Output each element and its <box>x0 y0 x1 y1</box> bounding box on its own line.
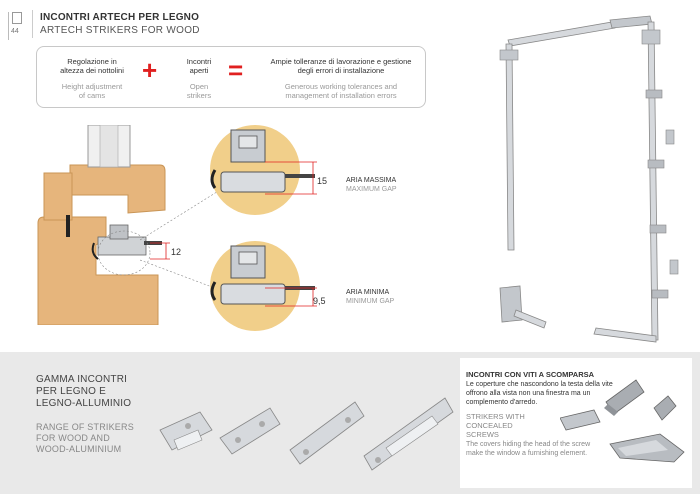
feature-2-it-line-1: Incontri <box>186 57 212 66</box>
equals-sign: = <box>228 55 244 85</box>
page-number: 44 <box>11 28 19 35</box>
max-gap-it: ARIA MASSIMA <box>346 177 397 184</box>
feature-2-en-line-1: Open <box>189 82 209 91</box>
feature-3-it-line-2: degli errori di installazione <box>297 66 385 75</box>
page-title-en: ARTECH STRIKERS FOR WOOD <box>40 25 200 36</box>
page-icon <box>12 12 22 24</box>
concealed-en-line-1: STRIKERS WITH <box>466 412 525 421</box>
header-divider <box>32 10 33 38</box>
feature-2-it-line-2: aperti <box>189 66 209 75</box>
concealed-title-it: INCONTRI CON VITI A SCOMPARSA <box>466 370 595 379</box>
concealed-text-it: Le coperture che nascondono la testa del… <box>466 381 613 406</box>
striker-product-1 <box>159 411 213 451</box>
concealed-text-en: The covers hiding the head of the screw … <box>466 441 591 457</box>
range-it-line-3: LEGNO-ALLUMINIO <box>36 398 132 409</box>
concealed-en-line-3: SCREWS <box>466 430 499 439</box>
concealed-en-line-2: CONCEALED <box>466 421 513 430</box>
range-en-line-1: RANGE OF STRIKERS <box>36 422 134 432</box>
page-title-it: INCONTRI ARTECH PER LEGNO <box>40 12 200 23</box>
max-gap-en: MAXIMUM GAP <box>346 186 397 193</box>
max-gap-label: ARIA MASSIMA MAXIMUM GAP <box>346 176 397 194</box>
feature-3-it-line-1: Ampie tolleranze di lavorazione e gestio… <box>270 57 412 66</box>
feature-2-en-line-2: strikers <box>186 91 212 100</box>
main-gap-dimension: 12 <box>171 247 181 257</box>
striker-products <box>159 397 454 471</box>
striker-product-2 <box>219 407 281 455</box>
concealed-title-en: STRIKERS WITH CONCEALED SCREWS <box>466 412 525 439</box>
range-it-line-2: PER LEGNO E <box>36 386 106 397</box>
espagnolette-hardware-illustration <box>499 15 679 343</box>
min-gap-label: ARIA MINIMA MINIMUM GAP <box>346 288 394 306</box>
range-title-it: GAMMA INCONTRI PER LEGNO E LEGNO-ALLUMIN… <box>36 374 131 410</box>
window-section-drawing: 12 <box>37 125 181 325</box>
max-gap-dimension: 15 <box>317 176 327 186</box>
min-gap-en: MINIMUM GAP <box>346 298 395 305</box>
feature-1-en-line-1: Height adjustment <box>61 82 123 91</box>
range-en-line-3: WOOD-ALUMINIUM <box>36 444 122 454</box>
concealed-striker-2 <box>653 395 677 421</box>
feature-1-it-line-2: altezza dei nottolini <box>60 66 124 75</box>
feature-1-it-line-1: Regolazione in <box>67 57 117 66</box>
feature-tolerances: Ampie tolleranze di lavorazione e gestio… <box>261 57 421 100</box>
feature-3-en-line-2: management of installation errors <box>285 91 397 100</box>
detail-min-gap: 9,5 <box>210 241 326 331</box>
range-it-line-1: GAMMA INCONTRI <box>36 374 128 385</box>
striker-product-4 <box>363 397 454 471</box>
concealed-striker-3 <box>560 409 601 431</box>
min-gap-dimension: 9,5 <box>313 296 326 306</box>
concealed-striker-1 <box>604 379 645 416</box>
range-en-line-2: FOR WOOD AND <box>36 433 110 443</box>
concealed-strikers-products <box>560 379 685 463</box>
min-gap-it: ARIA MINIMA <box>346 289 390 296</box>
plus-sign: + <box>142 55 158 85</box>
detail-max-gap: 15 <box>210 125 327 215</box>
feature-3-en-line-1: Generous working tolerances and <box>284 82 398 91</box>
concealed-striker-4 <box>609 433 685 463</box>
page-badge: 44 <box>8 12 24 40</box>
striker-product-3 <box>289 401 365 465</box>
feature-1-en-line-2: of cams <box>78 91 106 100</box>
range-title-en: RANGE OF STRIKERS FOR WOOD AND WOOD-ALUM… <box>36 422 134 455</box>
